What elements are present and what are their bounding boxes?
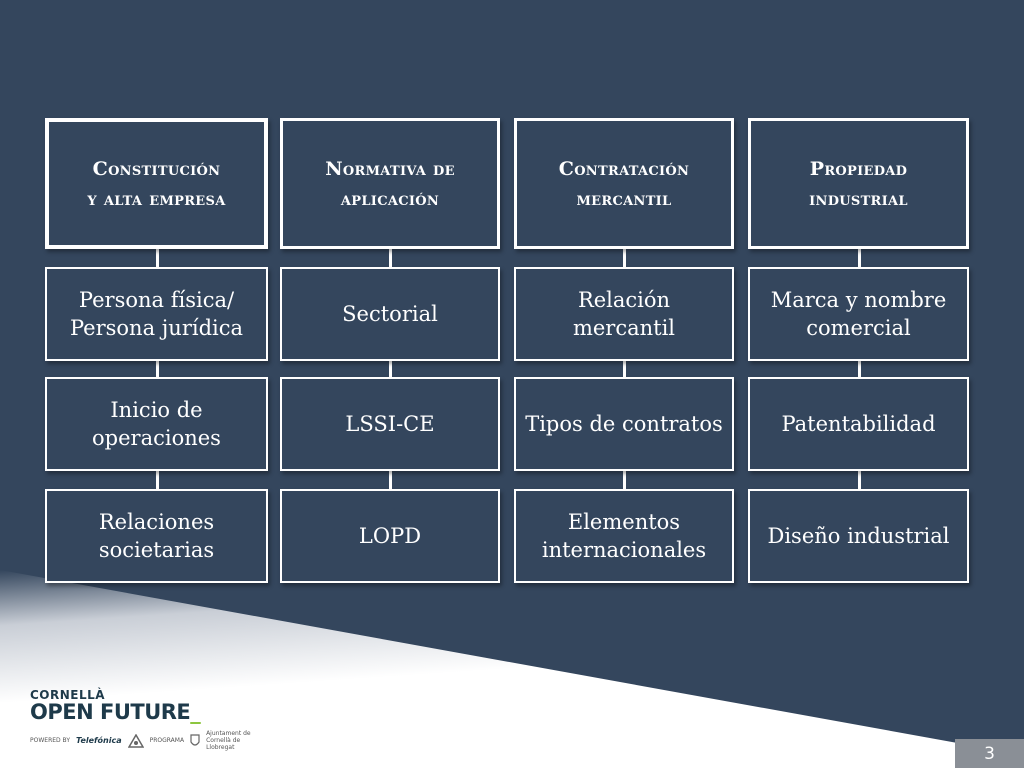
recycle-icon [127,733,144,748]
diagram-item-text: Relaciones [98,510,215,534]
diagram-item-box: Elementos internacionales [514,489,734,583]
city-crest-icon [190,733,200,746]
diagram-item-text: Sectorial [342,302,438,326]
diagram-item-text: Persona física/ [78,288,235,312]
column-header: Contratación mercantil [514,118,734,249]
diagram-item-box: Persona física/Persona jurídica [45,267,268,361]
connector-line [389,247,392,491]
diagram-item-box: Diseño industrial [748,489,969,583]
connector-line [156,247,159,491]
diagram-item-text: Patentabilidad [781,412,936,436]
diagram-item-box: Marca y nombre comercial [748,267,969,361]
connector-line [858,247,861,491]
column-header: Propiedad industrial [748,118,969,249]
diagram-item-box: LSSI-CE [280,377,500,471]
diagram-item-text: Inicio de [110,398,203,422]
diagram-item-text: Tipos de contratos [525,412,723,436]
diagram-item-text: Relación [577,288,671,312]
diagram-item-text: LSSI-CE [345,412,435,436]
diagram-item-text: comercial [806,316,911,340]
diagram-item-box: Relación mercantil [514,267,734,361]
logo-line1: CORNELLÀ [30,688,106,702]
diagram-item-box: Inicio de operaciones [45,377,268,471]
diagram-item-text: Persona jurídica [69,316,244,340]
column-header-text: y alta empresa [87,187,226,210]
diagram-item-text: Diseño industrial [767,524,950,548]
page-number: 3 [955,739,1024,768]
cornella-open-future-logo: CORNELLÀ OPEN FUTURE_ POWERED BY Telefón… [30,688,266,751]
diagram-item-box: Tipos de contratos [514,377,734,471]
powered-by-label: POWERED BY [30,737,71,744]
column-header-text: Normativa de [325,157,455,180]
diagram-item-text: mercantil [572,316,676,340]
logo-line2: OPEN FUTURE_ [30,700,201,724]
column-header-text: industrial [809,187,908,210]
diagram-item-text: societarias [98,538,215,562]
column-header-text: aplicación [340,187,440,210]
diagram-item-text: LOPD [358,524,422,548]
diagram-item-box: Relaciones societarias [45,489,268,583]
telefonica-logo: Telefónica [76,736,122,745]
column-header-text: Propiedad [809,157,908,180]
column-header-text: Contratación [558,157,690,180]
partner-label-1: PROGRAMA [149,737,185,744]
logo-partners: POWERED BY Telefónica PROGRAMA Ajuntamen… [30,730,266,751]
diagram-item-box: LOPD [280,489,500,583]
diagram-item-text: internacionales [541,538,707,562]
diagram-item-text: Marca y nombre [770,288,947,312]
diagram-item-box: Sectorial [280,267,500,361]
connector-line [623,247,626,491]
column-header-text: mercantil [576,187,672,210]
partner-label-2: Ajuntament de Cornellà de Llobregat [206,730,251,751]
column-header: Normativa de aplicación [280,118,500,249]
diagram-item-text: operaciones [92,426,221,450]
diagram-item-box: Patentabilidad [748,377,969,471]
column-header-text: Constitución [92,157,221,180]
diagram-item-text: Elementos [567,510,681,534]
column-header: Constitución y alta empresa [45,118,268,249]
